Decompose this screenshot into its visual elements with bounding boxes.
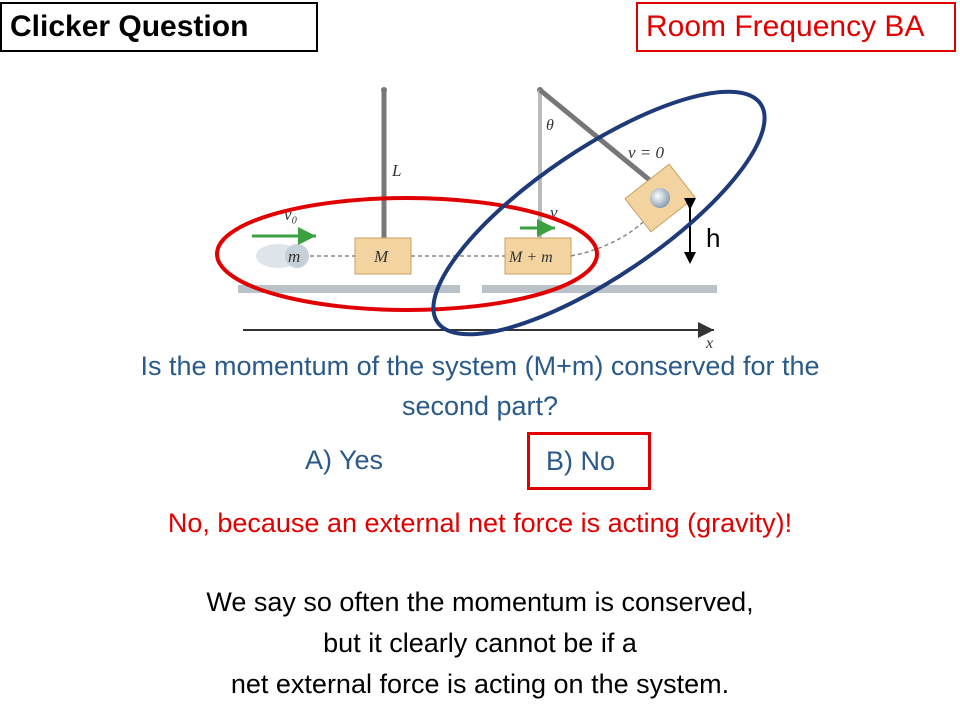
x-axis-label: x	[705, 335, 713, 352]
answer-b-highlighted: B) No	[527, 432, 651, 490]
embedded-bullet	[650, 188, 670, 208]
note-line-3: net external force is acting on the syst…	[230, 669, 730, 699]
answer-a: A) Yes	[305, 445, 384, 475]
block-M	[354, 237, 412, 275]
block-M-plus-m	[504, 237, 572, 275]
v-final-label: v = 0	[628, 143, 665, 162]
note-line-1: We say so often the momentum is conserve…	[206, 587, 754, 617]
clicker-question-label: Clicker Question	[0, 2, 318, 52]
v-label: v	[550, 203, 558, 222]
swung-rod	[538, 88, 654, 184]
floor-left	[238, 285, 460, 293]
room-frequency-label: Room Frequency BA	[636, 2, 956, 52]
bullet-m-label: m	[288, 247, 300, 266]
note-line-2: but it clearly cannot be if a	[323, 628, 637, 658]
block-M-plus-m-label: M + m	[508, 249, 553, 266]
question-line-1: Is the momentum of the system (M+m) cons…	[140, 351, 820, 381]
red-highlight-ellipse	[215, 196, 599, 312]
explanation-text: No, because an external net force is act…	[167, 508, 793, 538]
block-M-label: M	[373, 247, 389, 266]
blue-highlight-ellipse	[431, 89, 767, 337]
question-text: Is the momentum of the system (M+m) cons…	[0, 346, 960, 426]
question-line-2: second part?	[401, 391, 559, 421]
theta-label: θ	[546, 117, 554, 134]
swing-arc	[570, 209, 656, 257]
footer-note: We say so often the momentum is conserve…	[0, 582, 960, 705]
length-label: L	[391, 161, 401, 180]
height-label: h	[706, 223, 720, 253]
bullet-m	[285, 244, 309, 268]
